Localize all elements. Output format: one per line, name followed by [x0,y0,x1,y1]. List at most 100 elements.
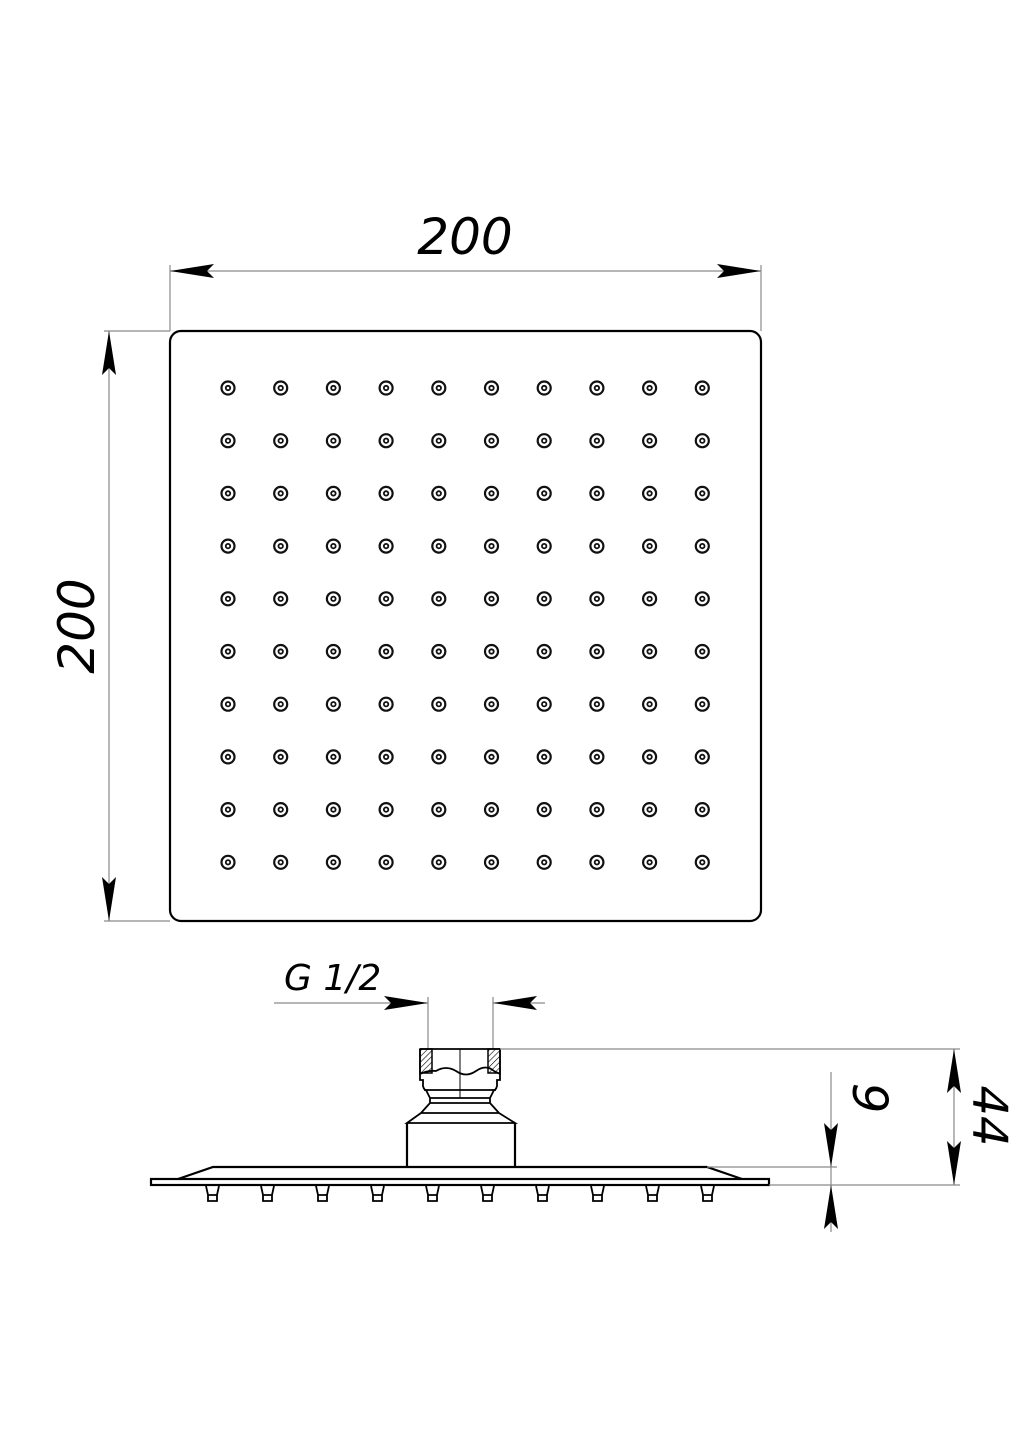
nozzle-icon [431,485,447,501]
nozzle-icon [378,538,394,554]
nozzle-icon [378,696,394,712]
nozzle-icon [483,485,500,501]
side-view: G 1/2 [149,958,1017,1232]
nozzle-icon [220,380,236,396]
nozzle-icon [431,749,447,765]
nozzle-icon [694,591,710,607]
nozzle-icon [641,749,658,765]
nozzle-icon [589,380,605,396]
nozzle-icon [378,643,394,660]
nozzle-icon [589,591,605,607]
nozzle-icon [325,538,341,554]
nozzle-icon [641,538,658,554]
nozzle-icon [378,854,394,870]
nozzle-icon [325,801,341,818]
nozzle-icon [641,485,658,501]
nozzle-icon [325,643,341,660]
nozzle-icon [431,538,447,554]
side-nozzle-icon [480,1185,495,1202]
arrow-right-icon [384,996,428,1010]
nozzle-icon [273,749,289,765]
nozzle-icon [641,643,658,660]
width-dimension-label: 200 [417,208,512,266]
hatched-section-left [419,1048,433,1074]
nozzle-icon [641,801,658,818]
nozzle-icon [536,591,552,607]
nozzle-icon [694,485,710,501]
shower-plate-outline [168,329,763,923]
plate-top-bevel [177,1165,743,1181]
nozzle-icon [273,433,289,449]
arrow-up-icon [947,1049,961,1093]
arrow-down-icon [102,877,116,921]
nozzle-icon [589,749,605,765]
width-dimension: 200 [169,208,762,331]
nozzle-icon [641,854,658,870]
nozzle-icon [378,591,394,607]
side-nozzle-icon [645,1185,660,1202]
thread-size-label: G 1/2 [284,958,381,999]
nozzle-icon [641,696,658,712]
plate-thickness-dimension: 9 [707,1072,960,1232]
nozzle-icon [694,433,710,449]
side-nozzles [205,1185,715,1202]
nozzle-icon [378,749,394,765]
nozzle-icon [431,801,447,818]
nozzle-icon [378,380,394,396]
plate-profile [149,1165,771,1202]
nozzle-icon [483,696,500,712]
nozzle-icon [431,696,447,712]
nozzle-icon [431,433,447,449]
nozzle-icon [536,433,552,449]
nozzle-icon [536,749,552,765]
nozzle-icon [220,538,236,554]
arrow-up-icon [102,331,116,375]
nozzle-icon [325,380,341,396]
nozzle-icon [536,643,552,660]
nozzle-icon [694,538,710,554]
nozzle-icon [378,485,394,501]
nozzle-icon [273,696,289,712]
nozzle-icon [220,485,236,501]
nozzle-icon [589,801,605,818]
nozzle-icon [536,380,552,396]
nozzle-icon [536,854,552,870]
nozzle-icon [220,643,236,660]
nozzle-icon [694,380,710,396]
nozzle-icon [483,854,500,870]
connector-body [405,1123,517,1167]
threaded-connector [404,1048,519,1167]
nozzle-icon [220,801,236,818]
nozzle-icon [536,696,552,712]
nozzle-icon [431,591,447,607]
side-nozzle-icon [535,1185,550,1202]
nozzle-icon [536,485,552,501]
nozzle-icon [273,485,289,501]
side-nozzle-icon [370,1185,385,1202]
nozzle-icon [220,591,236,607]
connector-neck [404,1089,519,1124]
height-dimension: 200 [48,330,170,922]
hatched-section-right [487,1048,501,1074]
nozzle-icon [589,538,605,554]
nozzle-icon [220,854,236,870]
nozzle-icon [325,433,341,449]
nozzle-icon [378,433,394,449]
nozzle-icon [273,538,289,554]
nozzle-icon [273,591,289,607]
nozzle-icon [694,854,710,870]
nozzle-icon [694,643,710,660]
nozzle-icon [220,696,236,712]
nozzle-icon [694,696,710,712]
nozzle-icon [273,854,289,870]
nozzle-icon [483,643,500,660]
nozzle-icon [431,854,447,870]
nozzle-icon [694,749,710,765]
nozzle-icon [694,801,710,818]
side-nozzle-icon [425,1185,440,1202]
nozzle-icon [641,433,658,449]
nozzle-icon [431,380,447,396]
nozzle-icon [589,696,605,712]
plate-body [149,1177,771,1187]
